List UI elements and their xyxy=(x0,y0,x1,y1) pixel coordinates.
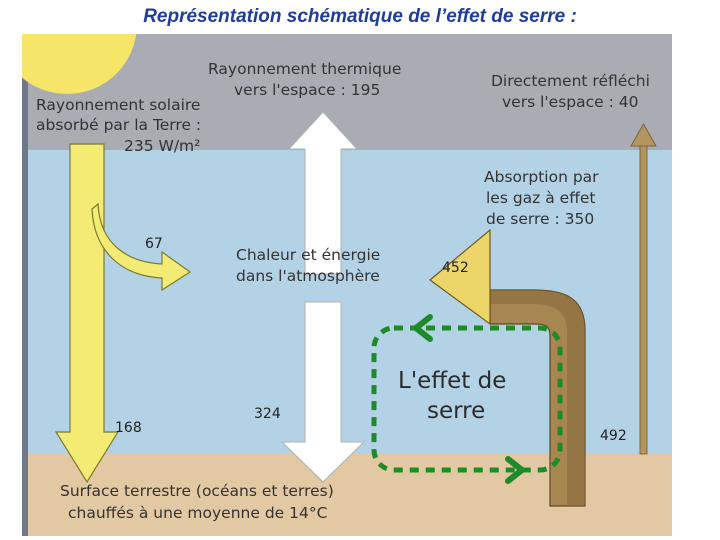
loop-arrow-bottom-icon xyxy=(505,456,525,484)
loop-arrow-top-icon xyxy=(413,314,433,342)
value-492: 492 xyxy=(600,428,627,444)
solar-label: Rayonnement solaire absorbé par la Terre… xyxy=(36,96,206,155)
greenhouse-label: L'effet de serre xyxy=(398,368,514,424)
solar-branch-arrow xyxy=(91,202,192,292)
sun-icon xyxy=(22,34,137,94)
surface-label: Surface terrestre (océans et terres) cha… xyxy=(60,482,339,522)
left-dark-edge xyxy=(22,34,28,536)
reflected-arrow xyxy=(630,123,657,455)
absorption-label: Absorption par les gaz à effet de serre … xyxy=(484,168,603,228)
value-67: 67 xyxy=(145,236,163,252)
heat-arrow xyxy=(280,111,366,483)
greenhouse-loop xyxy=(371,325,563,473)
reflected-label: Directement réfléchi vers l'espace : 40 xyxy=(491,72,655,111)
earth-emission-arrow-band xyxy=(490,290,585,506)
greenhouse-diagram: Rayonnement solaire absorbé par la Terre… xyxy=(22,34,672,536)
atmosphere-label: Chaleur et énergie dans l'atmosphère xyxy=(236,246,385,285)
absorption-arrowhead xyxy=(429,228,491,326)
value-168: 168 xyxy=(115,420,142,436)
value-324: 324 xyxy=(254,406,281,422)
slide-title: Représentation schématique de l’effet de… xyxy=(143,6,577,27)
thermal-label: Rayonnement thermique vers l'espace : 19… xyxy=(208,60,406,99)
value-452: 452 xyxy=(442,260,469,276)
